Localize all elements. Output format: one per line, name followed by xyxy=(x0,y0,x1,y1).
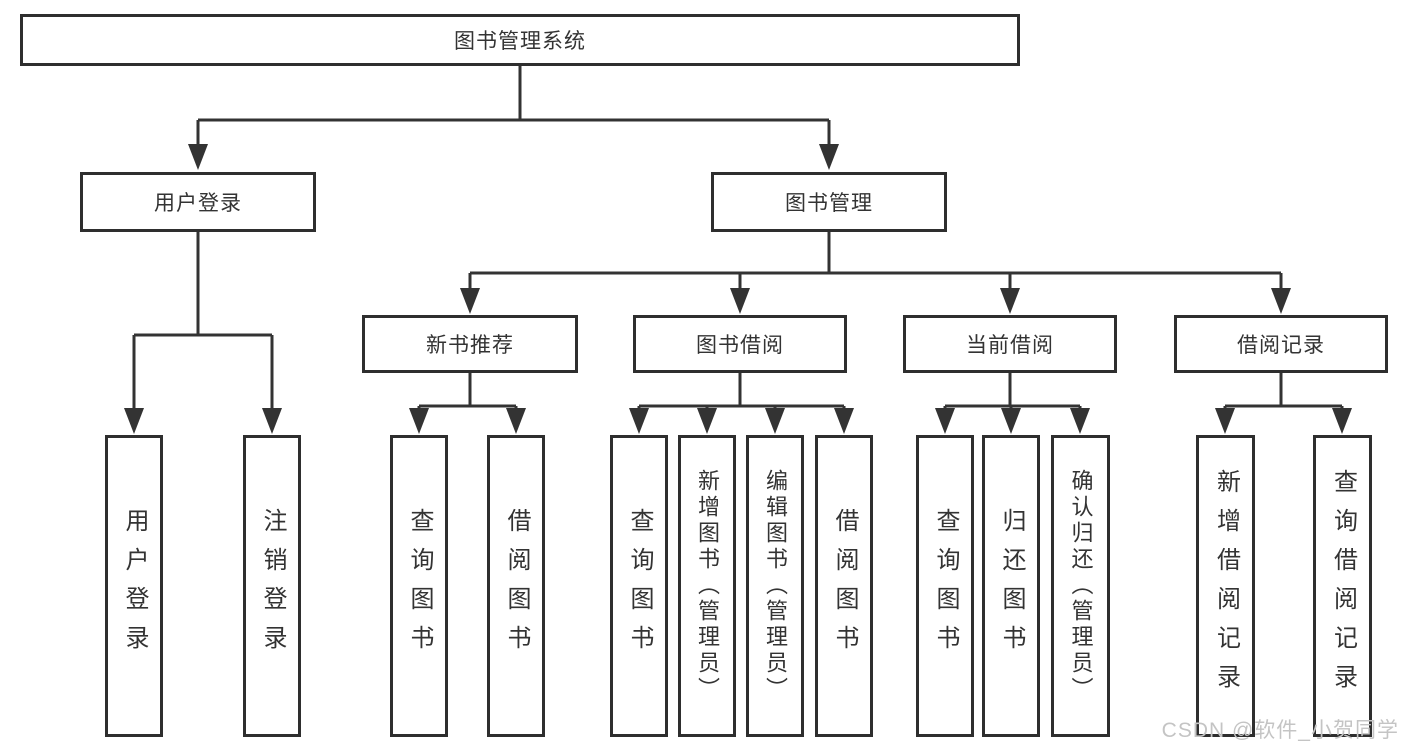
node-label: 查询借阅记录 xyxy=(1329,469,1357,703)
node-label: 图书管理 xyxy=(785,192,873,215)
node-label: 注销登录 xyxy=(259,508,286,664)
node-label: 图书借阅 xyxy=(696,334,784,357)
node-new-book-recommendation: 新书推荐 xyxy=(362,315,578,373)
node-query-books-current: 查询图书 xyxy=(916,435,974,737)
arrowheads xyxy=(124,144,1352,434)
node-book-borrowing: 图书借阅 xyxy=(633,315,847,373)
node-label: 查询图书 xyxy=(626,508,653,664)
node-user-login-branch: 用户登录 xyxy=(80,172,316,232)
csdn-watermark: CSDN @软件_小贺同学 xyxy=(1161,719,1399,742)
node-confirm-return-admin: 确认归还（管理员） xyxy=(1051,435,1110,737)
node-query-books-recommendation: 查询图书 xyxy=(390,435,448,737)
node-label: 归还图书 xyxy=(998,508,1025,664)
node-borrowing-records: 借阅记录 xyxy=(1174,315,1388,373)
node-label: 图书管理系统 xyxy=(454,30,586,53)
node-book-management-branch: 图书管理 xyxy=(711,172,947,232)
node-user-login-leaf: 用户登录 xyxy=(105,435,163,737)
node-label: 新增借阅记录 xyxy=(1212,469,1240,703)
node-borrow-books-leaf: 借阅图书 xyxy=(815,435,873,737)
node-label: 新书推荐 xyxy=(426,334,514,357)
node-borrow-books-recommendation: 借阅图书 xyxy=(487,435,545,737)
node-logout-leaf: 注销登录 xyxy=(243,435,301,737)
node-return-books: 归还图书 xyxy=(982,435,1040,737)
node-label: 借阅图书 xyxy=(503,508,530,664)
node-add-borrow-record: 新增借阅记录 xyxy=(1196,435,1255,737)
node-label: 用户登录 xyxy=(154,192,242,215)
node-label: 查询图书 xyxy=(406,508,433,664)
node-label: 用户登录 xyxy=(121,508,148,664)
node-query-books-borrowing: 查询图书 xyxy=(610,435,668,737)
node-label: 编辑图书（管理员） xyxy=(763,469,788,703)
node-label: 当前借阅 xyxy=(966,334,1054,357)
node-label: 借阅记录 xyxy=(1237,334,1325,357)
node-label: 新增图书（管理员） xyxy=(695,469,720,703)
node-label: 确认归还（管理员） xyxy=(1068,469,1094,703)
node-current-borrowing: 当前借阅 xyxy=(903,315,1117,373)
node-query-borrow-record: 查询借阅记录 xyxy=(1313,435,1372,737)
node-label: 查询图书 xyxy=(932,508,959,664)
node-add-books-admin: 新增图书（管理员） xyxy=(678,435,736,737)
node-label: 借阅图书 xyxy=(831,508,858,664)
node-library-management-system: 图书管理系统 xyxy=(20,14,1020,66)
node-edit-books-admin: 编辑图书（管理员） xyxy=(746,435,804,737)
